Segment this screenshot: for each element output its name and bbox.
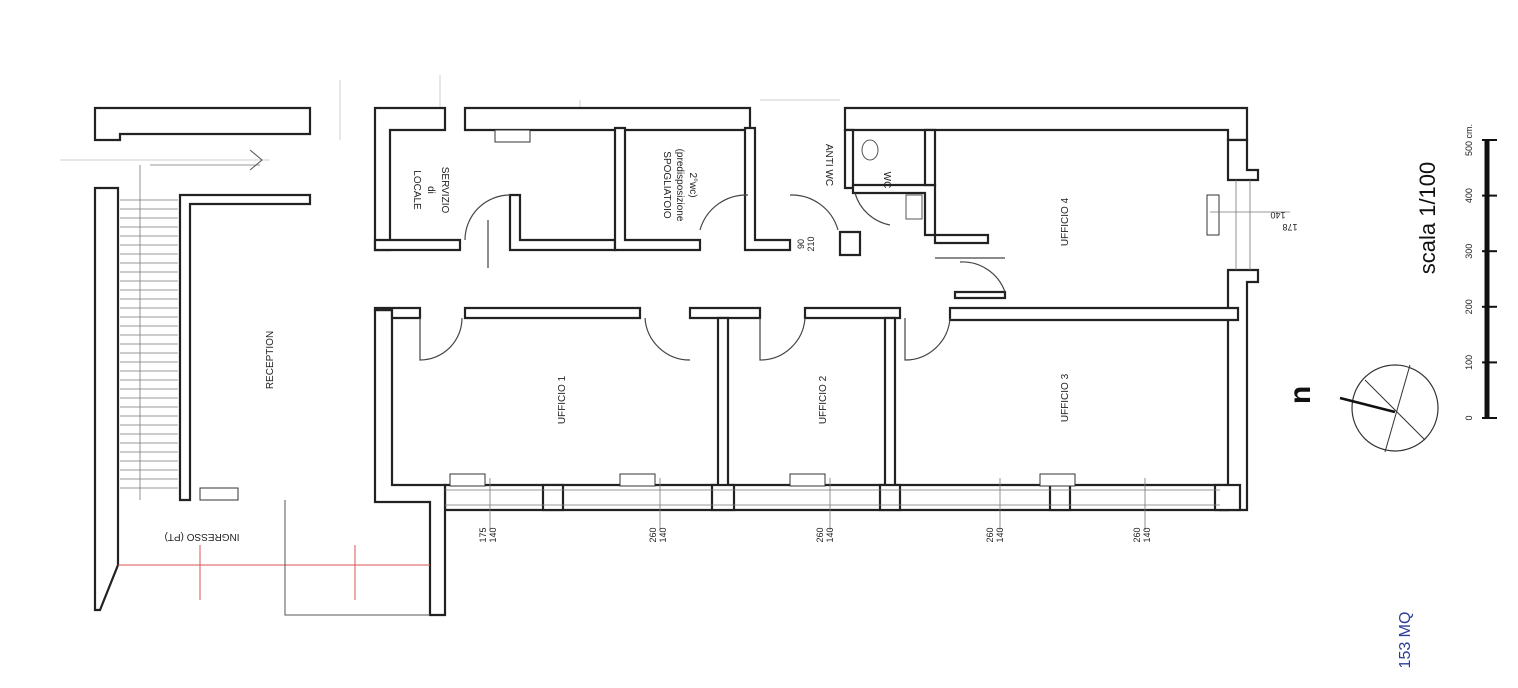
radiators <box>199 129 1220 501</box>
label-predisposizione: (predisposizione <box>674 149 685 222</box>
entrance-outline <box>118 500 430 616</box>
scale-tick-label: 200 <box>1464 299 1474 314</box>
construction-lines <box>60 75 840 161</box>
label-anti-wc: ANTI WC <box>823 144 834 186</box>
label-ufficio1: UFFICIO 1 <box>557 375 568 424</box>
dim-win2-w: 260 <box>648 527 658 542</box>
label-ufficio2: UFFICIO 2 <box>818 375 829 424</box>
dim-door-antiwc-w: 90 <box>796 239 806 249</box>
scale-tick-label: 300 <box>1464 244 1474 259</box>
scale-tick-label: 400 <box>1464 188 1474 203</box>
dim-door-antiwc-h: 210 <box>806 236 816 251</box>
scale-title: scala 1/100 <box>1415 162 1440 275</box>
scale-tick-label: 100 <box>1464 355 1474 370</box>
staircase <box>120 149 263 500</box>
compass: n <box>1284 364 1439 453</box>
label-locale: LOCALE <box>411 170 422 210</box>
dim-win-u4-h: 140 <box>1270 210 1285 220</box>
label-ingresso: INGRESSO (PT) <box>164 531 239 542</box>
label-locale-di: di <box>425 186 436 194</box>
scale-tick-label: 500 cm. <box>1464 124 1474 156</box>
compass-circle <box>1351 364 1439 452</box>
dim-win-u4-w: 178 <box>1282 222 1297 232</box>
label-wc: WC <box>881 172 892 189</box>
scale-tick-label: 0 <box>1464 415 1474 420</box>
dim-win2-h: 140 <box>658 527 668 542</box>
dim-win1-h: 140 <box>488 527 498 542</box>
doors <box>419 192 1006 361</box>
compass-needle <box>1339 396 1396 414</box>
room-labels: RECEPTION INGRESSO (PT) LOCALE di SERVIZ… <box>164 144 1071 542</box>
dim-win5-w: 260 <box>1132 527 1142 542</box>
dim-win1-w: 175 <box>478 527 488 542</box>
dimension-labels: 90 210 178 140 175 140 260 140 260 140 2… <box>478 210 1298 543</box>
dim-win3-h: 140 <box>825 527 835 542</box>
scale-bar: scala 1/100 0 100 200 300 400 500 cm. <box>1415 124 1497 421</box>
dim-win3-w: 260 <box>815 527 825 542</box>
label-servizio: SERVIZIO <box>439 167 450 214</box>
label-ufficio3: UFFICIO 3 <box>1060 373 1071 422</box>
interior-walls <box>178 126 1242 512</box>
label-2wc: 2°wc) <box>687 172 698 197</box>
dim-win5-h: 140 <box>1142 527 1152 542</box>
exterior-walls <box>93 106 1260 617</box>
area-label: 153 MQ <box>1397 612 1414 669</box>
label-reception: RECEPTION <box>265 331 276 389</box>
label-ufficio4: UFFICIO 4 <box>1060 197 1071 246</box>
dim-win4-w: 260 <box>985 527 995 542</box>
north-label: n <box>1284 386 1317 404</box>
windows <box>445 180 1290 530</box>
label-spogliatoio: SPOGLIATOIO <box>661 151 672 219</box>
dim-win4-h: 140 <box>995 527 1005 542</box>
